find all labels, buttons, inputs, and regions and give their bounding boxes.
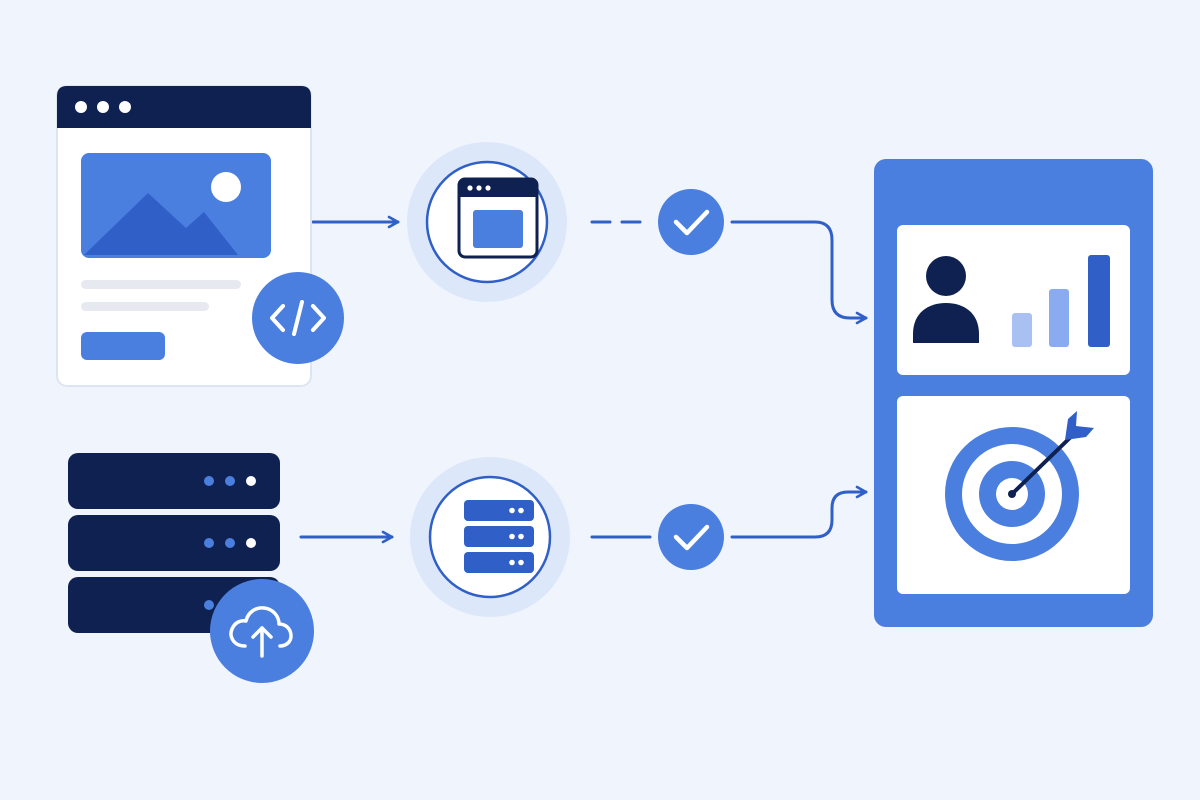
arrow-check-to-dashboard xyxy=(730,220,868,325)
cloud-upload-icon xyxy=(210,579,314,683)
target-card xyxy=(897,396,1130,594)
dashboard-panel xyxy=(874,159,1153,627)
checkmark-icon xyxy=(658,504,724,570)
user-icon xyxy=(913,256,979,343)
database-icon xyxy=(410,457,570,617)
arrow-check-to-target-card xyxy=(730,485,868,539)
text-line-placeholder xyxy=(81,302,209,311)
image-placeholder-icon xyxy=(81,153,271,258)
browser-window-icon xyxy=(407,142,567,302)
button-placeholder xyxy=(81,332,165,360)
web-page-icon xyxy=(56,85,312,387)
target-icon xyxy=(945,411,1094,561)
bar-chart-icon xyxy=(1012,255,1110,347)
connectors xyxy=(299,215,868,544)
analytics-card xyxy=(897,225,1130,375)
code-brackets-icon xyxy=(252,272,344,364)
checkmark-icon xyxy=(658,189,724,255)
text-line-placeholder xyxy=(81,280,241,289)
